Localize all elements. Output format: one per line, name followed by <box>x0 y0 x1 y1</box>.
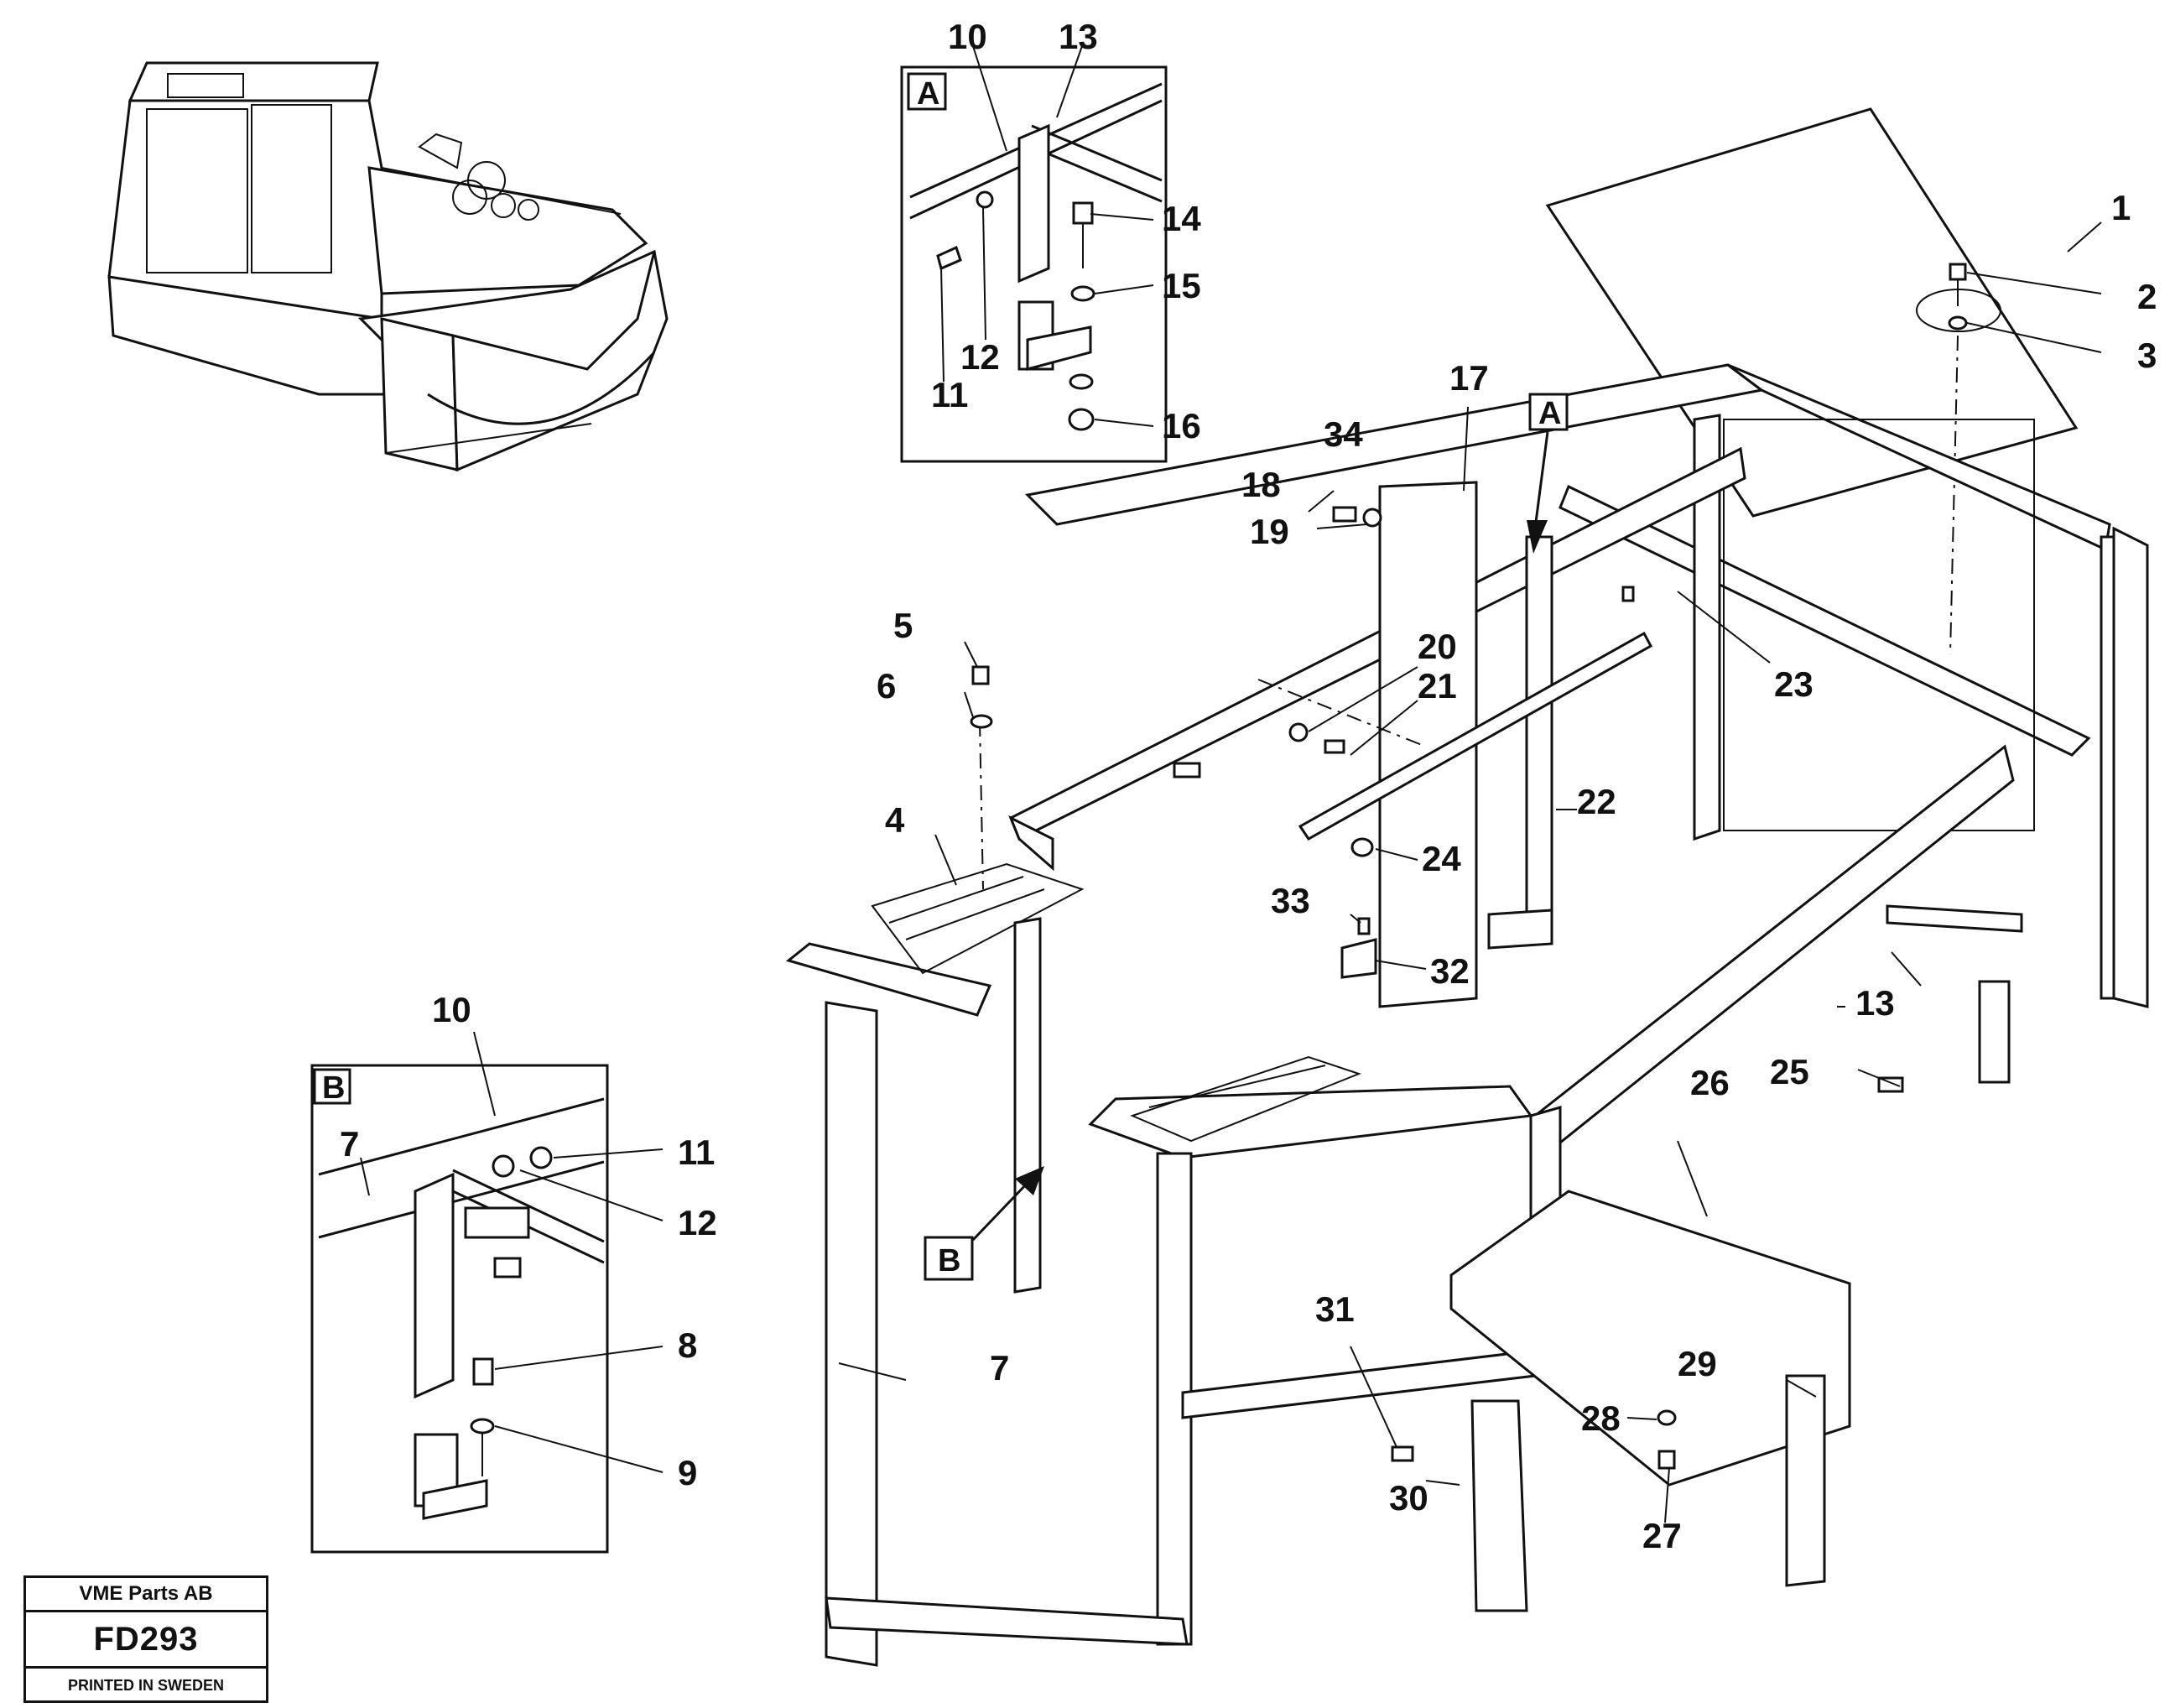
callout-3: 3 <box>2137 336 2157 375</box>
callout-29: 29 <box>1678 1344 1717 1383</box>
title-block: VME Parts AB FD293 PRINTED IN SWEDEN <box>23 1575 268 1703</box>
main-hardware <box>970 506 1904 1470</box>
callout-30: 30 <box>1389 1478 1428 1518</box>
callout-33: 33 <box>1271 881 1310 920</box>
detail-a-callout-12: 12 <box>960 337 1000 377</box>
callout-25: 25 <box>1770 1052 1809 1091</box>
detail-b-panel: B 10 7 11 12 8 9 <box>310 990 717 1554</box>
detail-a-callout-13: 13 <box>1059 17 1098 56</box>
detail-a-callout-14: 14 <box>1162 199 1201 238</box>
detail-a-panel: A 10 13 14 15 16 11 12 <box>900 17 1201 463</box>
callout-19: 19 <box>1250 512 1289 551</box>
callout-27: 27 <box>1642 1516 1682 1555</box>
detail-b-callout-9: 9 <box>678 1453 697 1492</box>
detail-a-callout-10: 10 <box>948 17 987 56</box>
excavator-overview-illustration <box>107 61 669 472</box>
detail-b-callout-11: 11 <box>678 1133 715 1172</box>
callout-2: 2 <box>2137 277 2157 316</box>
view-marker-a: A <box>1527 393 1569 554</box>
detail-a-label: A <box>917 76 939 112</box>
drawing-code: FD293 <box>26 1612 266 1669</box>
callout-31: 31 <box>1315 1289 1355 1329</box>
callout-21: 21 <box>1418 666 1457 706</box>
callout-1: 1 <box>2111 188 2131 227</box>
company-name: VME Parts AB <box>26 1578 266 1612</box>
svg-text:A: A <box>1538 396 1561 431</box>
callout-13: 13 <box>1855 983 1895 1023</box>
detail-a-callout-15: 15 <box>1162 266 1201 305</box>
cover-plate <box>1545 107 2079 518</box>
view-marker-b: B <box>924 1166 1044 1281</box>
callout-26: 26 <box>1690 1063 1730 1102</box>
callout-28: 28 <box>1581 1398 1621 1438</box>
callout-6: 6 <box>877 666 896 706</box>
callout-22: 22 <box>1577 782 1616 821</box>
detail-a-label-box <box>907 72 947 111</box>
callout-4: 4 <box>885 800 905 840</box>
callout-17: 17 <box>1449 358 1489 398</box>
detail-a-callout-11: 11 <box>931 375 968 414</box>
detail-b-callout-12: 12 <box>678 1203 717 1242</box>
detail-b-callout-10: 10 <box>432 990 471 1029</box>
callout-20: 20 <box>1418 627 1457 666</box>
printed-note: PRINTED IN SWEDEN <box>67 1677 224 1694</box>
main-callouts: 1 2 3 4 5 6 7 13 17 18 19 20 21 22 23 24… <box>877 188 2157 1555</box>
detail-b-callout-8: 8 <box>678 1325 697 1365</box>
callout-32: 32 <box>1430 951 1470 991</box>
leader-lines <box>838 221 2102 1523</box>
detail-b-label-box <box>313 1068 351 1105</box>
callout-5: 5 <box>893 606 913 645</box>
callout-18: 18 <box>1241 465 1281 504</box>
callout-34: 34 <box>1324 414 1363 454</box>
callout-24: 24 <box>1422 839 1461 878</box>
detail-b-callout-7: 7 <box>340 1124 359 1164</box>
detail-b-label: B <box>322 1070 345 1106</box>
frame-assembly <box>785 107 2149 1667</box>
callout-23: 23 <box>1774 664 1814 704</box>
detail-a-callout-16: 16 <box>1162 406 1201 445</box>
svg-text:B: B <box>938 1243 960 1278</box>
callout-7: 7 <box>990 1348 1009 1388</box>
